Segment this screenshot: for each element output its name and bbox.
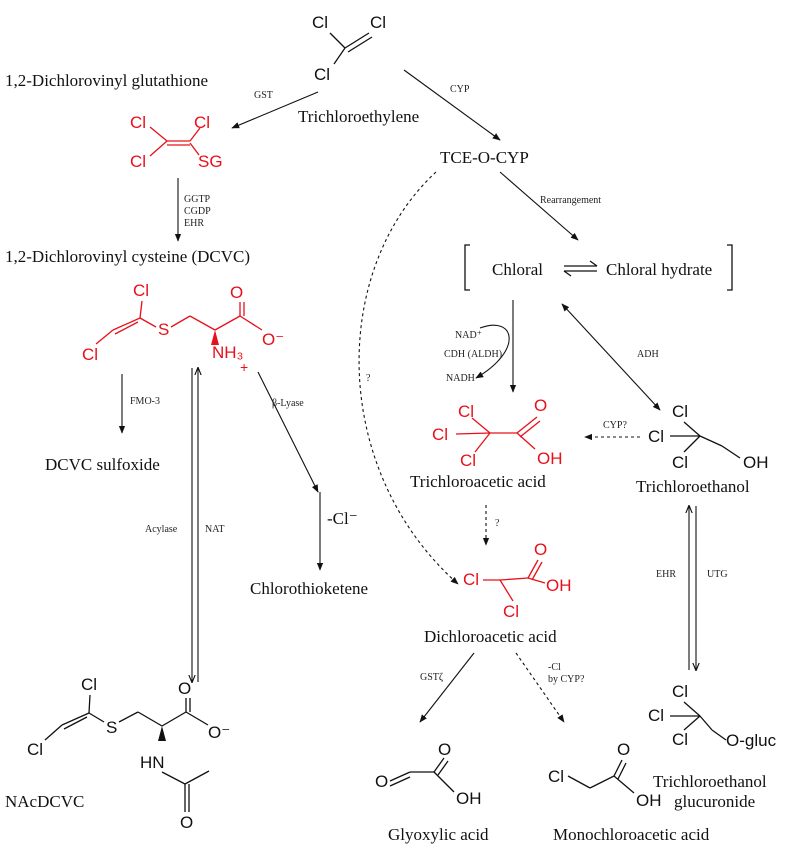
label-tce-o-cyp: TCE-O-CYP — [440, 148, 529, 167]
label-glyoxylic-acid: Glyoxylic acid — [388, 825, 489, 844]
enzyme-cl-by-cyp-2: by CYP? — [548, 674, 585, 685]
chloral-bracket — [464, 244, 733, 291]
atom-s: S — [106, 718, 117, 737]
enzyme-gst: GST — [254, 90, 273, 101]
label-chlorothioketene: Chlorothioketene — [250, 579, 368, 598]
atom-o-minus: O⁻ — [208, 723, 230, 742]
atom-oh: OH — [546, 576, 572, 595]
atom-cl: Cl — [672, 453, 688, 472]
label-mca: Monochloroacetic acid — [553, 825, 710, 844]
label-dcvg: 1,2-Dichlorovinyl glutathione — [5, 71, 208, 90]
label-dcvc: 1,2-Dichlorovinyl cysteine (DCVC) — [5, 247, 250, 266]
atom-cl: Cl — [503, 602, 519, 621]
enzyme-nad-plus: NAD⁺ — [455, 330, 482, 341]
dcvc-structure: Cl Cl S O O⁻ NH₃ + — [82, 281, 284, 375]
trichloroethanol-glucuronide-structure: Cl Cl Cl O-gluc — [648, 682, 777, 750]
label-dcvc-sulfoxide: DCVC sulfoxide — [45, 455, 160, 474]
atom-cl: Cl — [548, 767, 564, 786]
trichloroethanol-structure: Cl Cl Cl OH — [648, 402, 769, 472]
atom-sg: SG — [198, 152, 223, 171]
atom-o: O — [178, 679, 191, 698]
atom-o-gluc: O-gluc — [726, 731, 777, 750]
enzyme-rearrangement: Rearrangement — [540, 195, 601, 206]
label-tcoh: Trichloroethanol — [636, 477, 750, 496]
atom-cl: Cl — [312, 13, 328, 32]
enzyme-fmo3: FMO-3 — [130, 396, 160, 407]
atom-cl: Cl — [314, 65, 330, 84]
label-nacdcvc: NAcDCVC — [5, 792, 84, 811]
equilibrium-arrow — [563, 260, 598, 277]
label-cl-minus: -Cl⁻ — [327, 509, 358, 528]
atom-cl: Cl — [460, 451, 476, 470]
atom-cl: Cl — [672, 402, 688, 421]
enzyme-nat: NAT — [205, 524, 224, 535]
atom-o-minus: O⁻ — [262, 330, 284, 349]
label-tcog-line-2: glucuronide — [674, 792, 755, 811]
enzyme-cyp: CYP — [450, 84, 470, 95]
atom-cl: Cl — [648, 427, 664, 446]
label-dca: Dichloroacetic acid — [424, 627, 557, 646]
atom-cl: Cl — [672, 682, 688, 701]
atom-cl: Cl — [27, 740, 43, 759]
label-trichloroethylene: Trichloroethylene — [298, 107, 419, 126]
enzyme-beta-lyase: β-Lyase — [272, 398, 304, 409]
glyoxylic-acid-structure: O O OH — [375, 740, 482, 808]
enzyme-cdh: CDH (ALDH) — [444, 349, 502, 360]
atom-o: O — [230, 283, 243, 302]
atom-cl: Cl — [432, 425, 448, 444]
atom-oh: OH — [743, 453, 769, 472]
atom-cl: Cl — [130, 152, 146, 171]
label-tca: Trichloroacetic acid — [410, 472, 546, 491]
atom-cl: Cl — [194, 113, 210, 132]
atom-oh: OH — [537, 449, 563, 468]
enzyme-ggtp: GGTP — [184, 194, 211, 205]
label-chloral-hydrate: Chloral hydrate — [606, 260, 712, 279]
atom-cl: Cl — [130, 113, 146, 132]
enzyme-ehr: EHR — [184, 218, 204, 229]
atom-nh3: NH₃ — [212, 343, 243, 362]
monochloroacetic-acid-structure: Cl O OH — [548, 740, 662, 810]
atom-cl: Cl — [81, 675, 97, 694]
atom-o: O — [617, 740, 630, 759]
enzyme-cl-by-cyp-1: -Cl — [548, 662, 561, 673]
enzyme-adh: ADH — [637, 349, 659, 360]
atom-cl: Cl — [463, 570, 479, 589]
atom-hn: HN — [140, 753, 165, 772]
atom-s: S — [158, 320, 169, 339]
enzyme-gst-zeta: GSTζ — [420, 672, 443, 683]
atom-cl: Cl — [370, 13, 386, 32]
trichloroacetic-acid-structure: Cl Cl Cl O OH — [432, 396, 563, 470]
label-tcog-line-1: Trichloroethanol — [653, 772, 767, 791]
atom-o: O — [375, 772, 388, 791]
dichloroacetic-acid-structure: O Cl OH Cl — [463, 540, 572, 621]
atom-cl: Cl — [458, 402, 474, 421]
atom-cl: Cl — [648, 706, 664, 725]
atom-cl: Cl — [672, 730, 688, 749]
atom-o: O — [180, 813, 193, 832]
enzyme-question-2: ? — [495, 518, 500, 529]
atom-cl: Cl — [82, 345, 98, 364]
enzyme-ehr-2: EHR — [656, 569, 676, 580]
enzyme-nadh: NADH — [446, 373, 475, 384]
atom-cl: Cl — [133, 281, 149, 300]
enzyme-cgdp: CGDP — [184, 206, 211, 217]
atom-oh: OH — [636, 791, 662, 810]
enzyme-acylase: Acylase — [145, 524, 178, 535]
nacdcvc-structure: Cl Cl S O O⁻ HN O — [27, 675, 230, 832]
atom-oh: OH — [456, 789, 482, 808]
atom-o: O — [438, 740, 451, 759]
label-chloral: Chloral — [492, 260, 543, 279]
atom-o: O — [534, 396, 547, 415]
enzyme-utg: UTG — [707, 569, 728, 580]
trichloroethylene-structure: Cl Cl Cl — [312, 13, 386, 84]
atom-plus: + — [240, 359, 248, 375]
dcvg-structure: Cl Cl Cl SG — [130, 113, 223, 171]
enzyme-cyp-q: CYP? — [603, 420, 627, 431]
atom-o: O — [534, 540, 547, 559]
enzyme-question-1: ? — [366, 373, 371, 384]
